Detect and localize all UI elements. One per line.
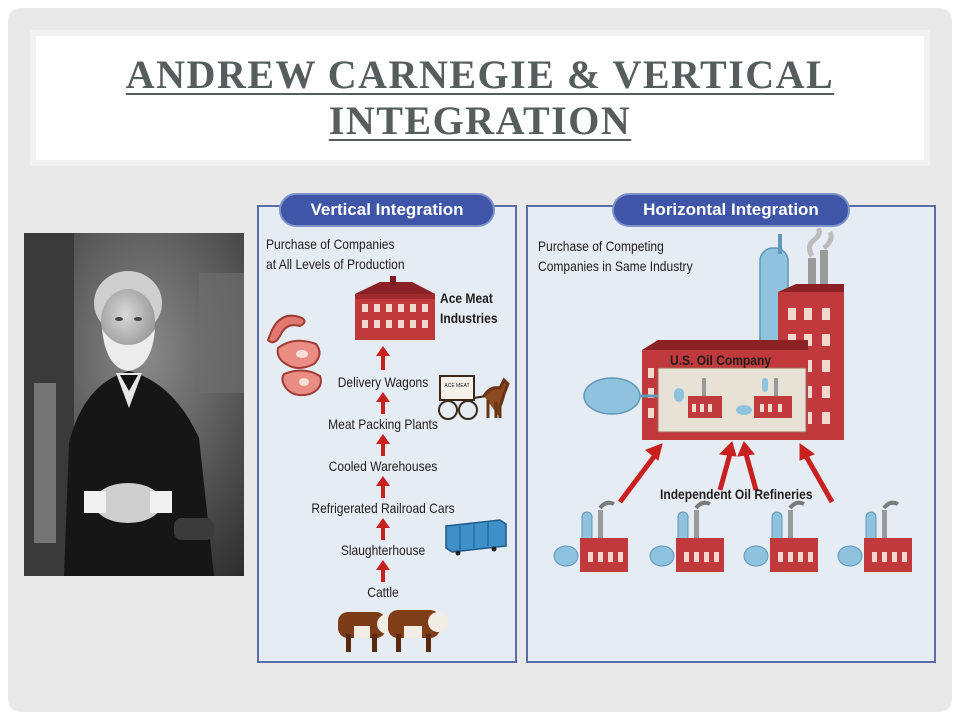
refinery-icon <box>743 500 818 572</box>
refinery-icon <box>649 500 724 572</box>
step-cattle: Cattle <box>367 584 399 600</box>
step-cooled-warehouses: Cooled Warehouses <box>328 458 438 474</box>
step-meat-packing-plants: Meat Packing Plants <box>328 416 438 432</box>
smoke-icon <box>806 228 822 258</box>
delivery-wagon-icon: ACE MEAT <box>438 375 510 420</box>
oil-company-complex <box>583 228 844 440</box>
step-delivery-wagons: Delivery Wagons <box>337 374 429 390</box>
independent-refineries-label: Independent Oil Refineries <box>660 486 813 502</box>
vertical-subtitle-line-1: Purchase of Companies <box>266 236 395 252</box>
arrow-head <box>737 441 755 457</box>
vertical-integration-header: Vertical Integration <box>279 193 495 227</box>
step-refrigerated-railroad-cars: Refrigerated Railroad Cars <box>311 500 455 516</box>
carnegie-portrait <box>24 233 244 576</box>
up-arrow <box>376 560 390 582</box>
independent-refineries <box>553 500 912 572</box>
company-label-line-1: Ace Meat <box>440 290 493 306</box>
company-label-line-2: Industries <box>440 310 498 326</box>
vertical-subtitle-line-2: at All Levels of Production <box>266 256 405 272</box>
meat-icon <box>266 314 322 397</box>
horizontal-subtitle-line-1: Purchase of Competing <box>538 238 664 254</box>
round-tank-icon <box>583 377 641 415</box>
up-arrow <box>376 518 390 540</box>
up-arrow <box>376 434 390 456</box>
vertical-integration-panel <box>257 205 517 663</box>
horizontal-integration-header: Horizontal Integration <box>612 193 850 227</box>
cattle-icon <box>338 610 448 652</box>
up-arrow <box>376 392 390 414</box>
title-line-1: ANDREW CARNEGIE & VERTICAL <box>125 52 835 97</box>
refinery-icon <box>837 500 912 572</box>
wagon-sign: ACE MEAT <box>444 383 469 389</box>
arrow-head <box>718 441 737 457</box>
railroad-car-icon <box>445 519 507 556</box>
oil-company-label: U.S. Oil Company <box>670 352 772 368</box>
title-box: ANDREW CARNEGIE & VERTICAL INTEGRATION <box>30 30 930 166</box>
refinery-icon <box>553 500 628 572</box>
up-arrow <box>376 346 390 370</box>
factory-icon <box>355 276 435 340</box>
arrow-head <box>645 443 663 461</box>
up-arrow <box>376 476 390 498</box>
slide-title: ANDREW CARNEGIE & VERTICAL INTEGRATION <box>126 52 834 144</box>
title-line-2: INTEGRATION <box>328 98 632 143</box>
arrow-head <box>799 443 816 461</box>
step-slaughterhouse: Slaughterhouse <box>340 542 426 558</box>
horizontal-subtitle-line-2: Companies in Same Industry <box>538 258 693 274</box>
vertical-arrows <box>376 346 390 582</box>
horizontal-arrows <box>618 441 835 504</box>
